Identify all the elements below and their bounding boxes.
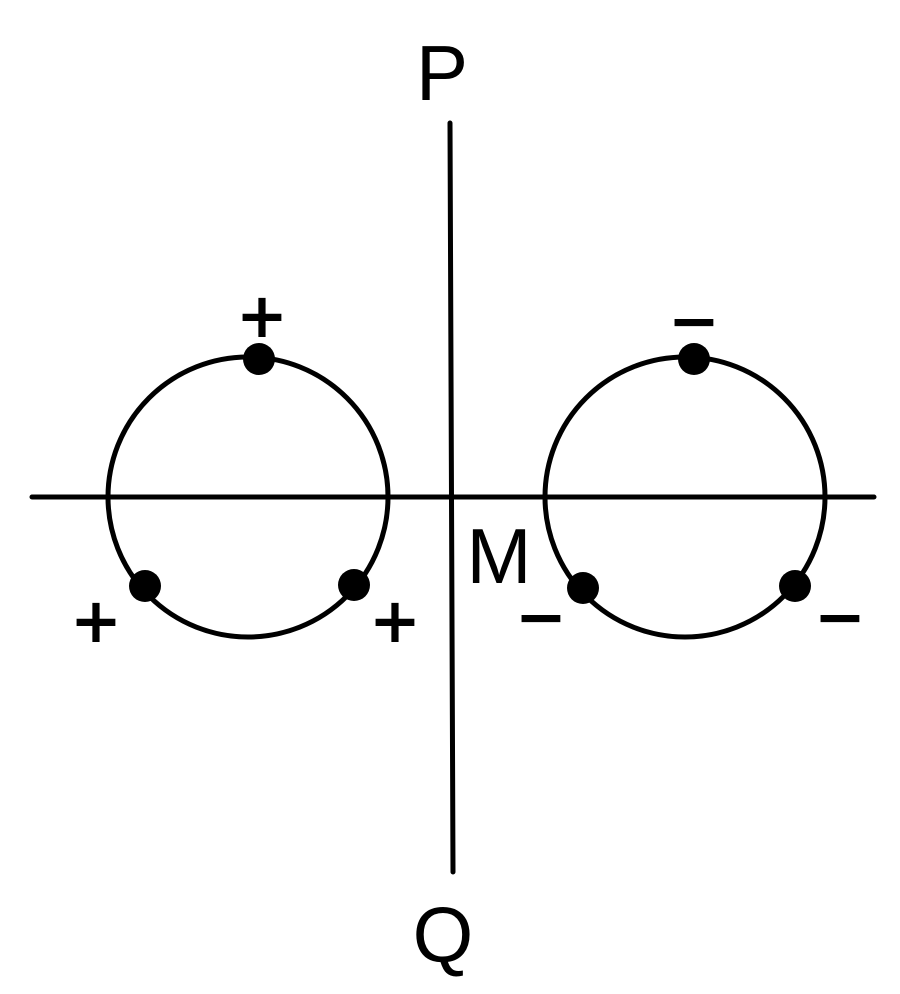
left-ring-charge-lower-left	[129, 570, 161, 602]
right-ring-sign-lower-left: −	[515, 580, 567, 653]
right-ring-sign-top: −	[668, 284, 720, 357]
right-ring-sign-lower-right: −	[814, 580, 866, 653]
right-ring-charge-lower-right	[779, 570, 811, 602]
left-ring-group: + + +	[70, 279, 421, 657]
left-ring-sign-lower-right: +	[369, 584, 421, 657]
label-p: P	[416, 29, 468, 117]
vertical-axis-pq	[447, 120, 456, 875]
left-ring-charge-lower-right	[338, 569, 370, 601]
right-ring-group: − − −	[515, 284, 866, 653]
left-ring-charge-top	[243, 343, 275, 375]
label-q: Q	[413, 891, 474, 979]
right-ring-charge-lower-left	[567, 572, 599, 604]
label-m: M	[467, 512, 532, 600]
right-ring-charge-top	[678, 343, 710, 375]
left-ring-sign-top: +	[236, 279, 288, 352]
left-ring-sign-lower-left: +	[70, 584, 122, 657]
